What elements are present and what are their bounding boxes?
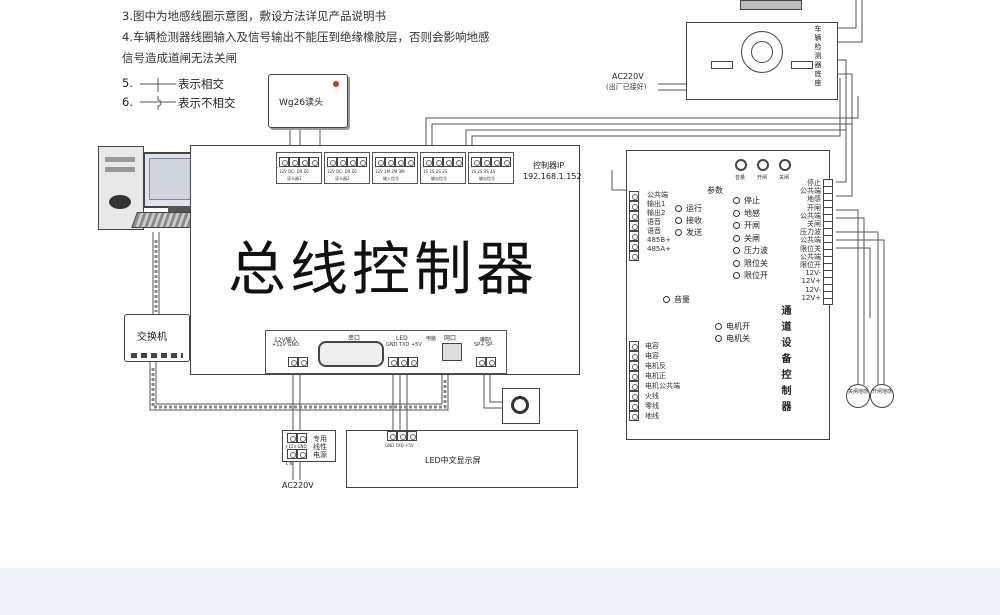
detector-ac-note: (出厂已接好): [606, 83, 647, 91]
open-loop-sensor: 开闸地感: [870, 384, 894, 408]
terminal-group-3: 12V 1M 2M 3M 输入信号: [372, 152, 418, 184]
note-5-num: 5.: [122, 76, 133, 90]
led-icon: [733, 197, 740, 204]
speaker-icon: [511, 396, 529, 414]
footer-band: [0, 568, 1000, 615]
gate-device-controller: 音量 开闸 关闸 参数 公共端 输出1 输出2 语音 语音 485B+ 485A…: [626, 150, 833, 440]
reader-led-icon: [333, 81, 339, 87]
led-icon: [733, 222, 740, 229]
vehicle-detector-base: 车辆检测器底座: [686, 22, 838, 100]
led-icon: [733, 272, 740, 279]
right-terminal-block: [823, 179, 833, 305]
controller-ip-value: 192.168.1.152: [523, 172, 582, 181]
led-icon: [715, 323, 722, 330]
close-loop-sensor: 关闸地感: [846, 384, 870, 408]
notes-block: 3.图中为地感线圈示意图，敷设方法详见产品说明书 4.车辆检测器线圈输入及信号输…: [122, 6, 489, 69]
open-button-icon: [757, 159, 769, 171]
linear-power-supply: +12V GND 专用线性电源: [282, 430, 336, 462]
speaker: [502, 388, 540, 424]
controller-ip-label: 控制器IP: [533, 161, 565, 170]
note-3: 3.图中为地感线圈示意图，敷设方法详见产品说明书: [122, 9, 386, 23]
status-leds: 运行 接收 发送: [675, 203, 702, 239]
led-icon: [733, 247, 740, 254]
terminal-group-2: 12V DC- D0 D1 读卡器2: [324, 152, 370, 184]
note-6-num: 6.: [122, 95, 133, 109]
led-icon: [675, 205, 682, 212]
monitor-stand-icon: [168, 206, 192, 212]
detector-module-icon: [740, 0, 802, 10]
detector-socket-icon: [741, 31, 783, 73]
left-term-labels: 公共端 输出1 输出2 语音 语音 485B+ 485A+: [647, 191, 672, 253]
net-port-label: 网口: [444, 335, 457, 342]
led-icon: [675, 217, 682, 224]
power-supply-label: 专用线性电源: [313, 435, 327, 459]
motor-leds: 电机开 电机关: [715, 321, 750, 345]
card-reader-label: Wg26读头: [279, 98, 324, 108]
terminal-group-4: 1S 1S 2S 2S 输出信号: [420, 152, 466, 184]
input-leds: 停止 地感 开闸 关闸 压力波 限位关 限位开: [733, 195, 768, 283]
terminal-group-5: 1S 2S 3S 4S 输出信号: [468, 152, 514, 184]
serial-port-icon: [318, 341, 384, 367]
ethernet-port-icon: [442, 343, 462, 361]
led-icon: [715, 335, 722, 342]
right-term-labels: 停止 公共端 地感 开闸 公共端 关闸 压力波 公共端 限位关 公共端 限位开 …: [800, 179, 821, 302]
top-terminal-blocks: 12V DC- D0 D1 读卡器1 12V DC- D0 D1 读卡器2 12…: [276, 152, 522, 184]
bottom-port-strip: 12V输入 +12V GND 串口 LED GND TXD +5V 电脑 网口 …: [265, 330, 507, 374]
bottom-terminal-block: [627, 341, 647, 421]
note-4b: 信号造成道闸无法关闸: [122, 51, 237, 65]
note-5: 表示相交: [178, 77, 224, 91]
switch-label: 交换机: [137, 332, 167, 343]
controller-title: 总线控制器: [228, 235, 539, 303]
led-icon: [663, 296, 670, 303]
power-in-label: 12V输入: [274, 337, 298, 344]
led-icon: [733, 234, 740, 242]
gate-controller-title: 通道设备控制器: [779, 305, 790, 417]
detector-ac: AC220V: [612, 72, 644, 81]
bottom-term-labels: 电容 电容 电机反 电机正 电机公共端 火线 零线 地线: [645, 342, 680, 420]
volume-led: 音量: [663, 294, 690, 305]
led-port-label: LED: [396, 335, 408, 342]
led-icon: [733, 259, 740, 267]
note-4a: 4.车辆检测器线圈输入及信号输出不能压到绝缘橡胶层，否则会影响地感: [122, 30, 490, 44]
left-terminal-block: [627, 191, 647, 261]
led-icon: [675, 229, 682, 236]
network-switch: 交换机: [124, 314, 190, 362]
close-button-icon: [779, 159, 791, 171]
detector-label: 车辆检测器底座: [814, 25, 822, 88]
params-label: 参数: [707, 186, 723, 195]
card-reader: Wg26读头: [268, 74, 348, 128]
speaker-port-label: 喇叭: [480, 337, 493, 344]
terminal-group-1: 12V DC- D0 D1 读卡器1: [276, 152, 322, 184]
power-supply-ac: AC220V: [282, 481, 314, 490]
note-6: 表示不相交: [178, 96, 236, 110]
led-display-label: LED中文显示屏: [425, 456, 481, 465]
volume-button-icon: [735, 159, 747, 171]
serial-port-label: 串口: [348, 335, 361, 342]
led-icon: [733, 209, 740, 217]
led-display: GND TXD +5V LED中文显示屏: [346, 430, 578, 488]
